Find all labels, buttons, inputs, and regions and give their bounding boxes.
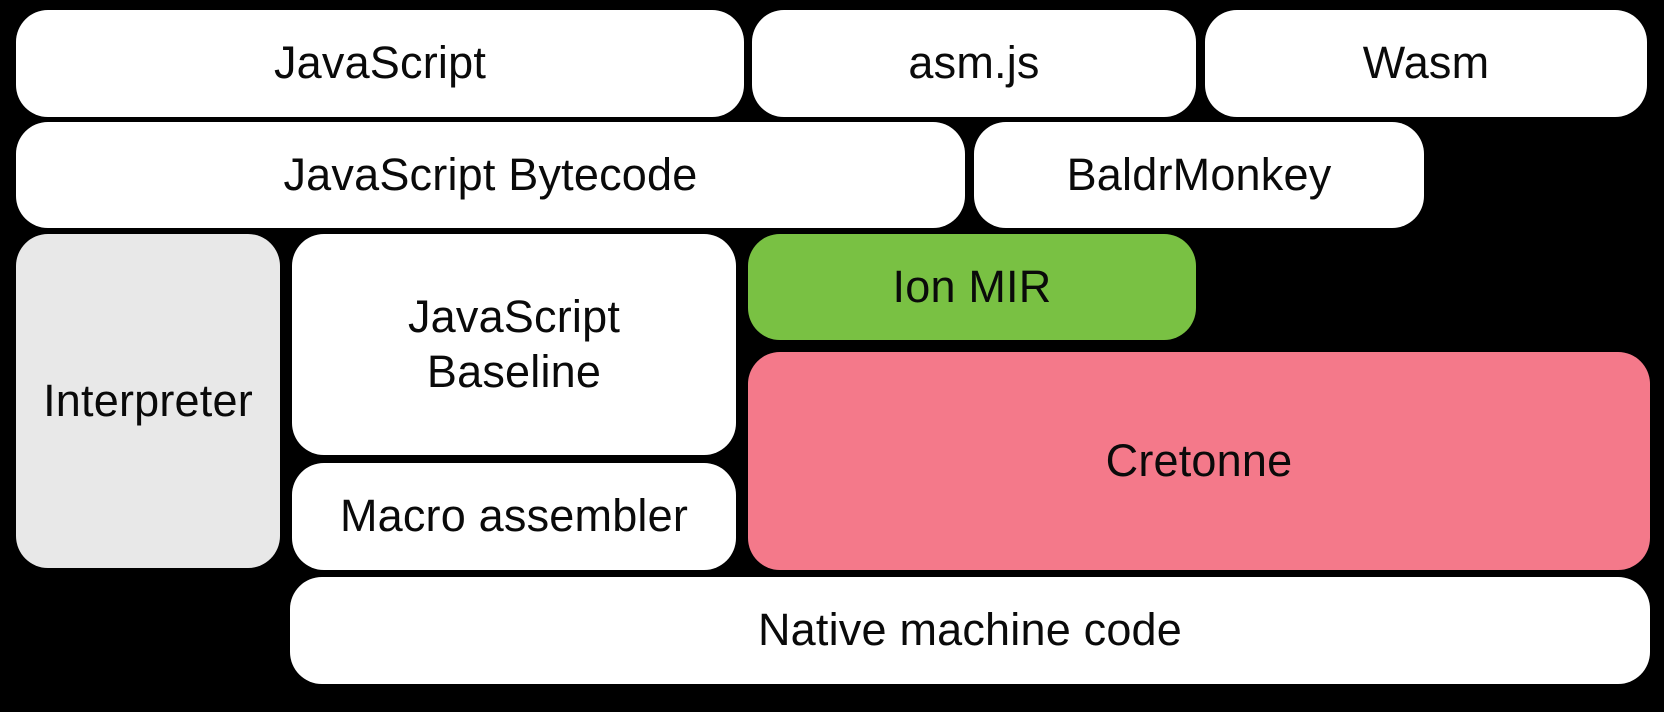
box-ion-mir: Ion MIR (748, 234, 1196, 340)
box-interpreter: Interpreter (16, 234, 280, 568)
box-asmjs: asm.js (752, 10, 1196, 117)
box-ion-mir-label: Ion MIR (892, 260, 1052, 312)
box-cretonne: Cretonne (748, 352, 1650, 570)
box-javascript-bytecode-label: JavaScript Bytecode (283, 148, 698, 200)
box-javascript-bytecode: JavaScript Bytecode (16, 122, 965, 228)
box-baldrmonkey-label: BaldrMonkey (1066, 148, 1332, 200)
box-native-machine-code: Native machine code (290, 577, 1650, 684)
box-javascript: JavaScript (16, 10, 744, 117)
box-macro-assembler-label: Macro assembler (339, 490, 689, 542)
box-cretonne-label: Cretonne (1105, 434, 1293, 486)
box-javascript-baseline-label: JavaScript Baseline (407, 291, 621, 397)
box-javascript-baseline: JavaScript Baseline (292, 234, 736, 455)
box-native-machine-code-label: Native machine code (757, 604, 1183, 656)
box-wasm: Wasm (1205, 10, 1647, 117)
box-interpreter-label: Interpreter (43, 374, 253, 426)
box-baldrmonkey: BaldrMonkey (974, 122, 1424, 228)
box-macro-assembler: Macro assembler (292, 463, 736, 570)
box-javascript-label: JavaScript (273, 37, 487, 89)
box-asmjs-label: asm.js (908, 37, 1040, 89)
box-wasm-label: Wasm (1362, 37, 1490, 89)
